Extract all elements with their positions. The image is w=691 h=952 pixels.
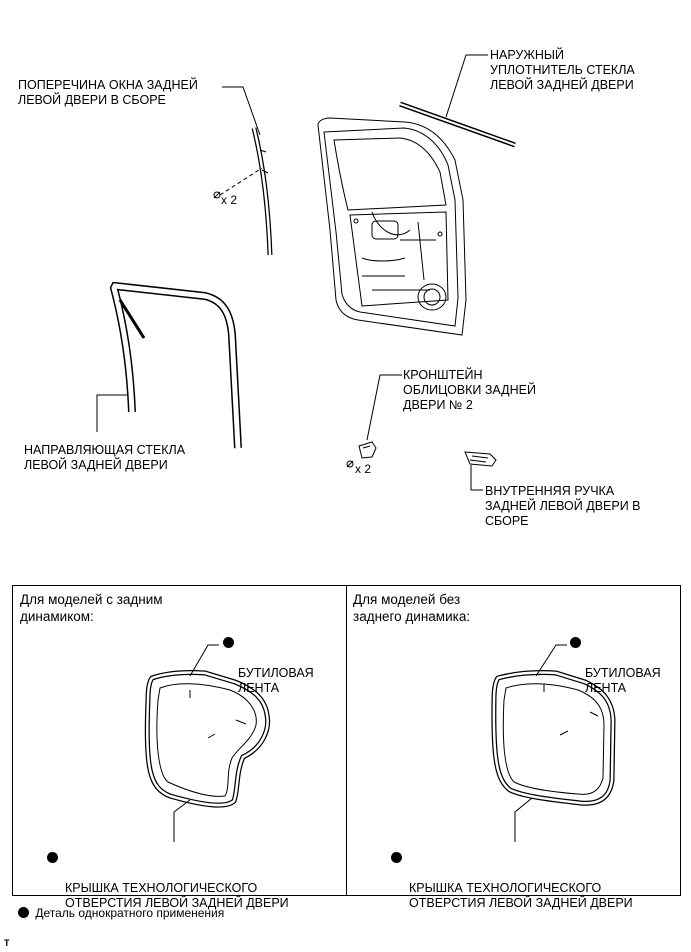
single-use-dot-icon <box>18 907 29 918</box>
panel-without-speaker <box>346 585 681 896</box>
single-use-dot-icon <box>570 637 581 648</box>
inner-handle-leader <box>470 465 483 491</box>
outer-seal-strip <box>399 101 516 148</box>
bracket-leader <box>366 374 402 441</box>
panel-left-cover-text: КРЫШКА ТЕХНОЛОГИЧЕСКОГО ОТВЕРСТИЯ ЛЕВОЙ … <box>65 881 289 910</box>
glass-run-channel <box>109 281 242 449</box>
glass-guide-label: НАПРАВЛЯЮЩАЯ СТЕКЛА ЛЕВОЙ ЗАДНЕЙ ДВЕРИ <box>24 443 186 472</box>
trim-bracket <box>358 441 377 459</box>
inside-handle <box>464 451 497 467</box>
panel-right-tape-label: БУТИЛОВАЯ ЛЕНТА <box>570 636 661 711</box>
legend-text: Деталь однократного применения <box>35 906 225 920</box>
inner-handle-label: ВНУТРЕННЯЯ РУЧКА ЗАДНЕЙ ЛЕВОЙ ДВЕРИ В СБ… <box>485 484 641 528</box>
panel-with-speaker <box>12 585 347 896</box>
crossbar-quantity: x 2 <box>221 193 238 207</box>
left-tape-leader <box>189 644 219 677</box>
panel-right-title: Для моделей без заднего динамика: <box>353 592 471 624</box>
glass-guide-leader <box>96 394 132 432</box>
panel-left-tape-label: БУТИЛОВАЯ ЛЕНТА <box>223 636 314 711</box>
single-use-dot-icon <box>47 852 58 863</box>
bracket-label: КРОНШТЕЙН ОБЛИЦОВКИ ЗАДНЕЙ ДВЕРИ № 2 <box>403 368 537 412</box>
right-tape-leader <box>535 644 567 677</box>
panel-left-tape-text: БУТИЛОВАЯ ЛЕНТА <box>238 666 314 695</box>
left-cover-leader <box>173 799 191 842</box>
outer-seal-label: НАРУЖНЫЙ УПЛОТНИТЕЛЬ СТЕКЛА ЛЕВОЙ ЗАДНЕЙ… <box>490 48 635 92</box>
legend: Деталь однократного применения <box>18 906 224 920</box>
outer-seal-leader <box>445 54 488 118</box>
crossbar-label: ПОПЕРЕЧИНА ОКНА ЗАДНЕЙ ЛЕВОЙ ДВЕРИ В СБО… <box>18 78 198 107</box>
crossbar-leader <box>222 86 261 136</box>
bracket-quantity: x 2 <box>355 462 372 476</box>
service-hole-cover-without-speaker <box>491 670 616 806</box>
panel-right-cover-label: КРЫШКА ТЕХНОЛОГИЧЕСКОГО ОТВЕРСТИЯ ЛЕВОЙ … <box>391 851 633 926</box>
window-crossbar <box>251 127 273 256</box>
rear-door <box>317 117 467 336</box>
crossbar-screw-icon <box>213 191 221 199</box>
single-use-dot-icon <box>223 637 234 648</box>
service-hole-cover-with-speaker <box>144 670 271 808</box>
corner-mark: T <box>4 938 10 948</box>
panel-right-tape-text: БУТИЛОВАЯ ЛЕНТА <box>585 666 661 695</box>
panel-left-title: Для моделей с задним динамиком: <box>20 592 163 624</box>
bracket-screw-icon <box>346 460 354 468</box>
panel-left-cover-label: КРЫШКА ТЕХНОЛОГИЧЕСКОГО ОТВЕРСТИЯ ЛЕВОЙ … <box>47 851 289 926</box>
crossbar-screw-dash <box>219 167 263 196</box>
panel-right-cover-text: КРЫШКА ТЕХНОЛОГИЧЕСКОГО ОТВЕРСТИЯ ЛЕВОЙ … <box>409 881 633 910</box>
single-use-dot-icon <box>391 852 402 863</box>
right-cover-leader <box>514 797 533 842</box>
